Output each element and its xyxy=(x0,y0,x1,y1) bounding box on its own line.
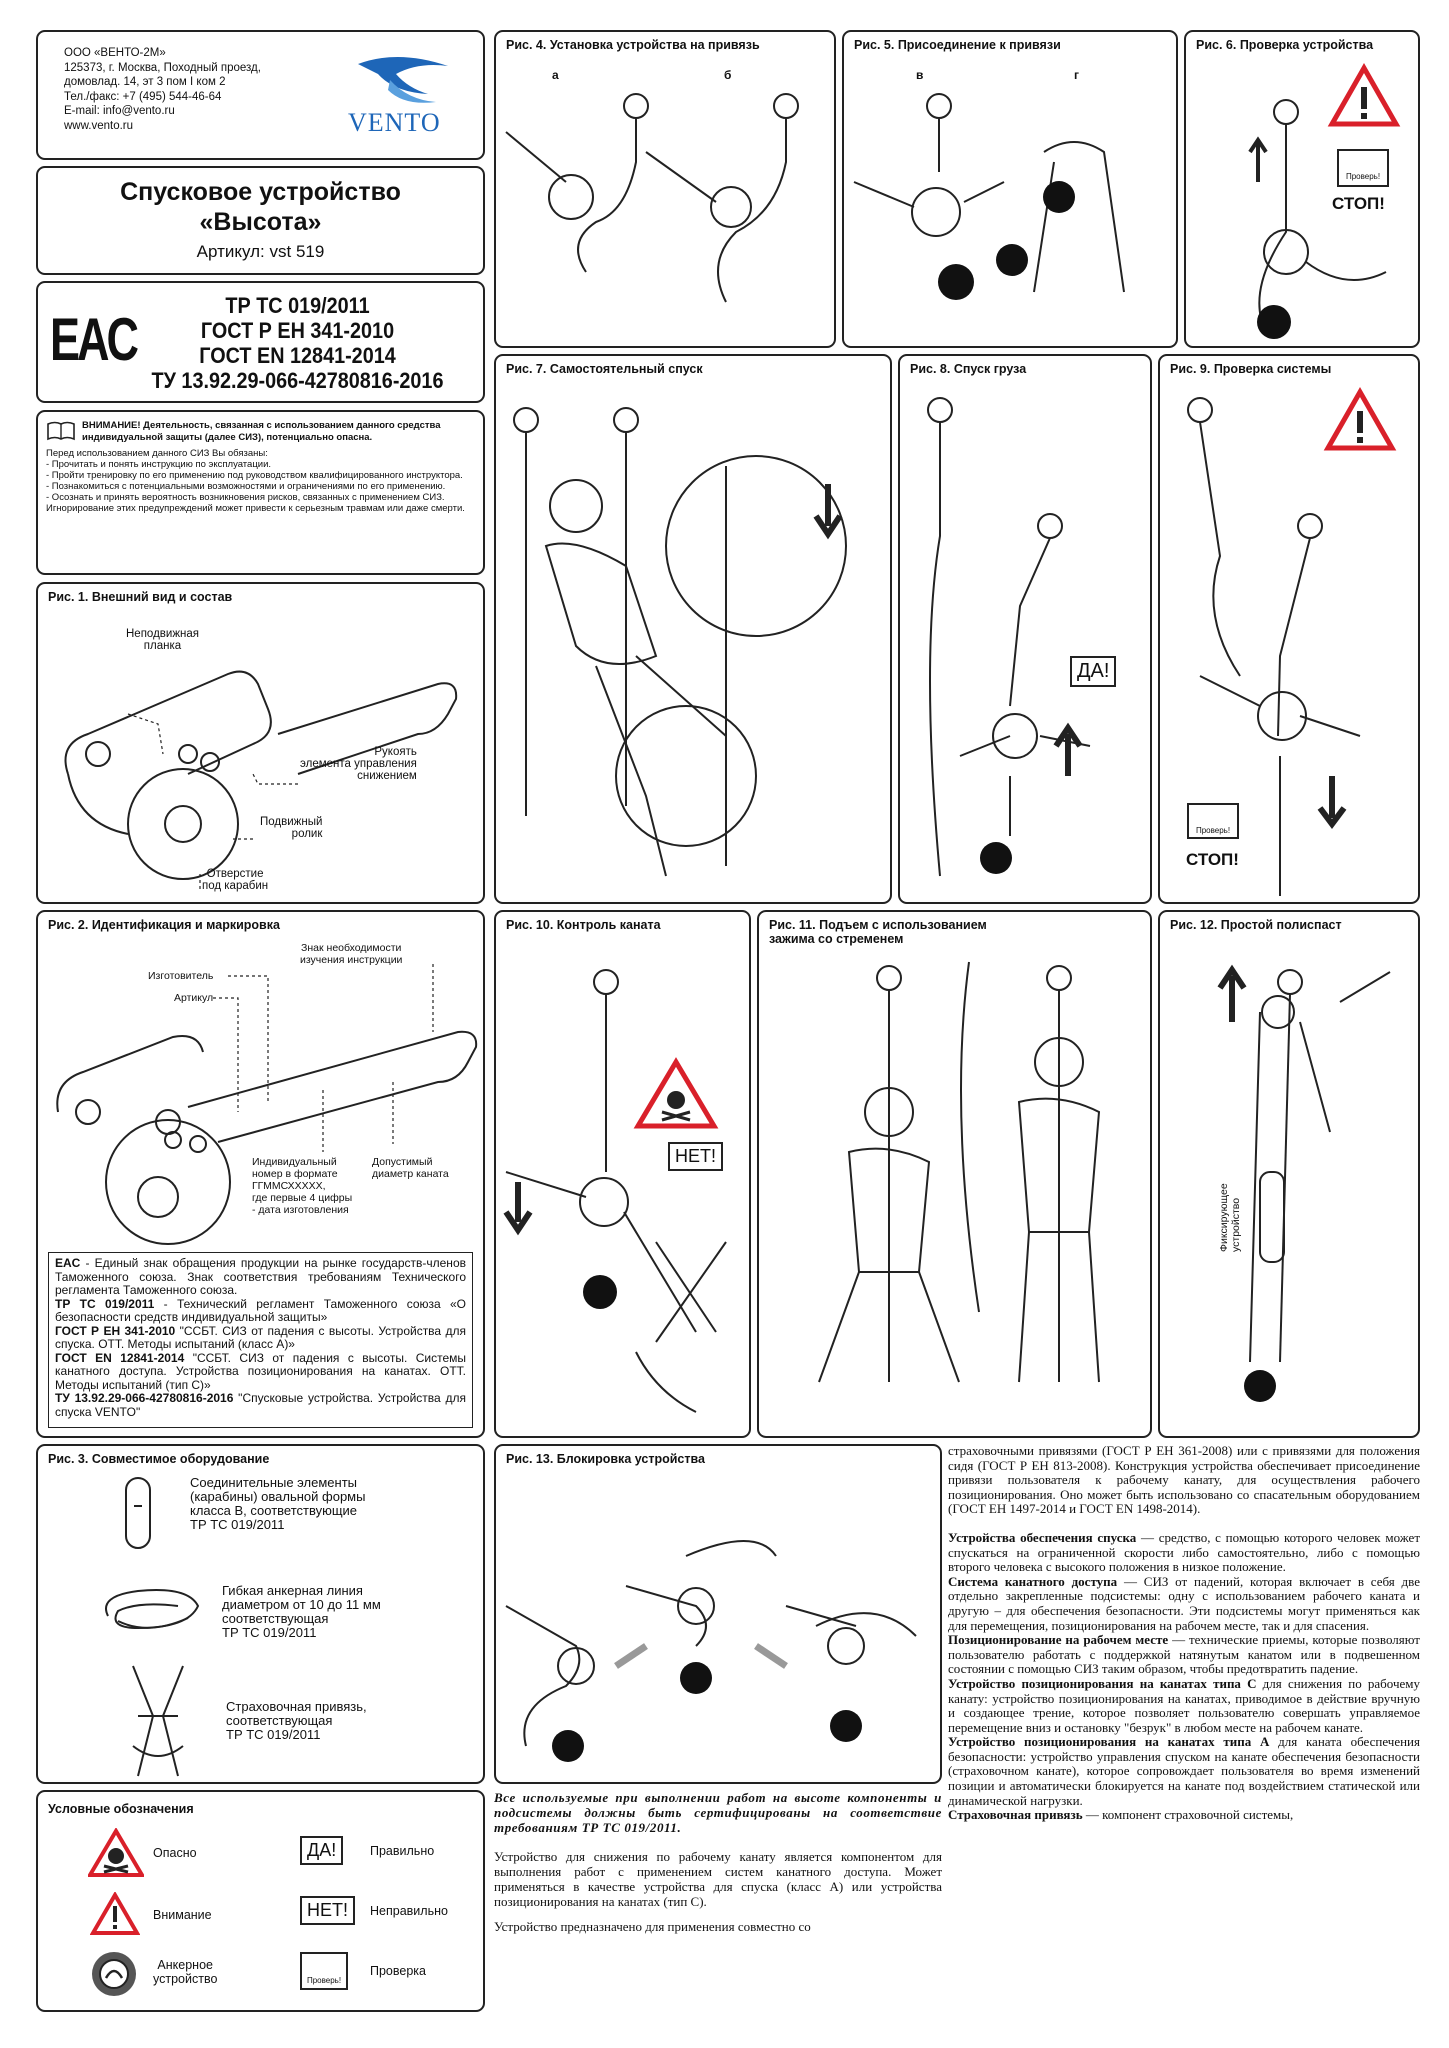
fig11-illustration xyxy=(818,961,1101,1383)
fig10-panel: Рис. 10. Контроль каната НЕТ! xyxy=(494,910,751,1438)
legend-warning: Внимание xyxy=(153,1908,212,1922)
cert-lines: ТР ТС 019/2011 ГОСТ Р ЕН 341-2010 ГОСТ E… xyxy=(151,293,444,393)
fig3-panel: Рис. 3. Совместимое оборудование Соедини… xyxy=(36,1444,485,1784)
middle-text-column: Все используемые при выполнении работ на… xyxy=(494,1790,942,1934)
certification-note: Все используемые при выполнении работ на… xyxy=(494,1790,942,1835)
fig6-illustration xyxy=(1248,62,1401,339)
fig13-title: Рис. 13. Блокировка устройства xyxy=(506,1452,705,1466)
fig4-step-a: а xyxy=(552,68,559,82)
cert-box: EAC ТР ТС 019/2011 ГОСТ Р ЕН 341-2010 ГО… xyxy=(36,281,485,403)
product-article: Артикул: vst 519 xyxy=(196,242,325,261)
right-text-column: страховочными привязями (ГОСТ Р ЕН 361-2… xyxy=(948,1444,1420,1823)
fig9-panel: Рис. 9. Проверка системы Проверь! СТОП! xyxy=(1158,354,1420,904)
legend-check: Проверка xyxy=(370,1964,426,1978)
fig8-yes-badge: ДА! xyxy=(1070,656,1117,687)
fig1-title: Рис. 1. Внешний вид и состав xyxy=(48,590,233,604)
check-icon: Проверь! xyxy=(300,1952,348,1990)
fig6-stop: СТОП! xyxy=(1332,194,1385,213)
fig6-title: Рис. 6. Проверка устройства xyxy=(1196,38,1374,52)
fig2-label-manufacturer: Изготовитель xyxy=(148,970,214,982)
fig8-title: Рис. 8. Спуск груза xyxy=(910,362,1027,376)
fig4-step-b: б xyxy=(724,68,732,82)
fig4-illustration xyxy=(505,93,799,303)
fig5-panel: Рис. 5. Присоединение к привязи в г xyxy=(842,30,1178,348)
fig9-check-label: Проверь! xyxy=(1195,826,1231,835)
fig13-panel: Рис. 13. Блокировка устройства xyxy=(494,1444,942,1784)
fig4-title: Рис. 4. Установка устройства на привязь xyxy=(506,38,760,52)
fig3-title: Рис. 3. Совместимое оборудование xyxy=(48,1452,270,1466)
company-address: ООО «ВЕНТО-2М» 125373, г. Москва, Походн… xyxy=(64,47,261,132)
book-icon xyxy=(47,421,75,441)
eac-explanations: EAC - Единый знак обращения продукции на… xyxy=(48,1252,473,1428)
fig5-title: Рис. 5. Присоединение к привязи xyxy=(854,38,1061,52)
product-title: Спусковое устройство xyxy=(120,178,401,206)
legend-title: Условные обозначения xyxy=(48,1802,194,1816)
fig10-illustration xyxy=(503,969,727,1413)
fig5-step-v: в xyxy=(916,68,924,82)
warning-body: Перед использованием данного СИЗ Вы обяз… xyxy=(46,448,465,514)
product-title-2: «Высота» xyxy=(199,208,322,236)
fig4-panel: Рис. 4. Установка устройства на привязь … xyxy=(494,30,836,348)
fig12-title: Рис. 12. Простой полиспаст xyxy=(1170,918,1342,932)
fig7-illustration xyxy=(513,407,847,877)
legend-incorrect: Неправильно xyxy=(370,1904,448,1918)
product-box: Спусковое устройство «Высота» Артикул: v… xyxy=(36,166,485,275)
marking-illustration xyxy=(56,964,478,1245)
fig7-panel: Рис. 7. Самостоятельный спуск xyxy=(494,354,892,904)
fig6-panel: Рис. 6. Проверка устройства Проверь! СТО… xyxy=(1184,30,1420,348)
company-box: ООО «ВЕНТО-2М» 125373, г. Москва, Походн… xyxy=(36,30,485,160)
fig10-title: Рис. 10. Контроль каната xyxy=(506,918,661,932)
legend-panel: Условные обозначения Опасно Внимание Анк… xyxy=(36,1790,485,2012)
fig9-title: Рис. 9. Проверка системы xyxy=(1170,362,1332,376)
legend-correct: Правильно xyxy=(370,1844,435,1858)
fig1-panel: Рис. 1. Внешний вид и состав Неподвижная… xyxy=(36,582,485,904)
fig2-panel: Рис. 2. Идентификация и маркировка Знак … xyxy=(36,910,485,1438)
fig9-stop: СТОП! xyxy=(1186,850,1239,869)
eac-logo: EAC xyxy=(50,306,139,373)
warning-head: ВНИМАНИЕ! Деятельность, связанная с испо… xyxy=(82,420,441,443)
fig5-step-g: г xyxy=(1074,68,1079,82)
no-badge: НЕТ! xyxy=(300,1896,356,1925)
warning-icon xyxy=(90,1892,140,1935)
logo-text: VENTO xyxy=(348,108,441,137)
fig7-title: Рис. 7. Самостоятельный спуск xyxy=(506,362,703,376)
fig5-illustration xyxy=(853,93,1125,300)
fig6-check-label: Проверь! xyxy=(1345,172,1381,181)
fig12-illustration xyxy=(1217,964,1391,1402)
fig9-illustration xyxy=(1187,386,1397,896)
danger-icon xyxy=(88,1828,144,1877)
equipment-illustration xyxy=(105,1477,200,1777)
fig10-no-badge: НЕТ! xyxy=(668,1142,724,1171)
warning-box: ВНИМАНИЕ! Деятельность, связанная с испо… xyxy=(36,410,485,575)
fig8-panel: Рис. 8. Спуск груза ДА! xyxy=(898,354,1152,904)
fig13-illustration xyxy=(505,1540,917,1762)
descender-device-illustration xyxy=(64,670,458,889)
legend-danger: Опасно xyxy=(153,1846,197,1860)
fig2-title: Рис. 2. Идентификация и маркировка xyxy=(48,918,280,932)
vento-logo xyxy=(358,56,448,103)
anchor-icon xyxy=(92,1952,136,1996)
fig3-carabiners-text: Соединительные элементы(карабины) овальн… xyxy=(190,1475,366,1532)
fig8-illustration xyxy=(927,397,1091,877)
yes-badge: ДА! xyxy=(300,1836,344,1865)
fig2-label-article: Артикул xyxy=(174,992,214,1004)
